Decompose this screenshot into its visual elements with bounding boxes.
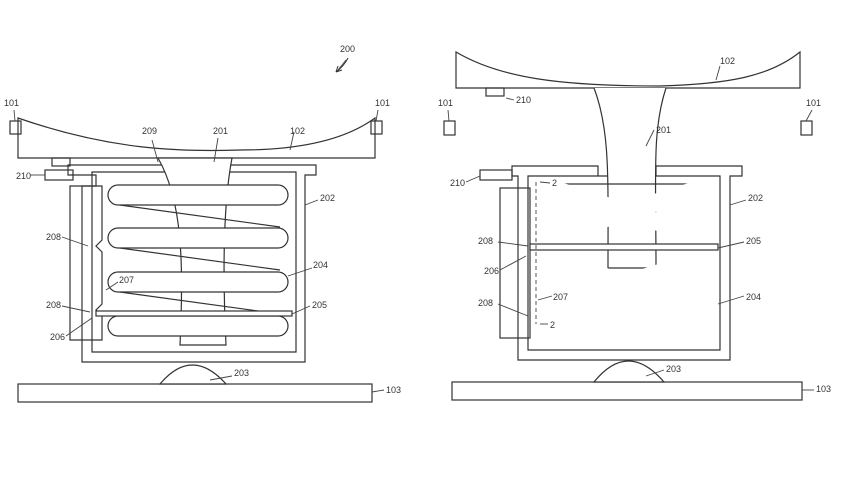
stem-201-right (593, 87, 667, 269)
coil-spring-204 (107, 184, 289, 337)
slider-bracket-207-right (499, 187, 531, 339)
label-204-right: 204 (746, 292, 761, 302)
label-203-right: 203 (666, 364, 681, 374)
magnet-101-left-right (443, 120, 456, 136)
label-209: 209 (142, 126, 157, 136)
label-205-right: 205 (746, 236, 761, 246)
right-view: 102 210 101 101 201 210 2 202 208 205 20… (438, 50, 831, 401)
label-208-bottom: 208 (46, 300, 61, 310)
label-204: 204 (313, 260, 328, 270)
label-208-bottom-right: 208 (478, 298, 493, 308)
dome-switch-203-right (592, 360, 666, 383)
magnet-210-side (479, 169, 513, 181)
label-210-top-right: 210 (516, 95, 531, 105)
label-102-right: 102 (720, 56, 735, 66)
magnet-101-left (9, 120, 22, 135)
label-210: 210 (16, 171, 31, 181)
label-103: 103 (386, 385, 401, 395)
zigzag-spring-204 (535, 177, 717, 345)
base-plate-103 (17, 383, 373, 403)
label-203: 203 (234, 368, 249, 378)
label-103-right: 103 (816, 384, 831, 394)
left-leader-lines (13, 59, 385, 393)
magnet-101-right-right (800, 120, 813, 136)
label-101-left-right: 101 (438, 98, 453, 108)
label-202-right: 202 (748, 193, 763, 203)
label-201: 201 (213, 126, 228, 136)
label-210-right: 210 (450, 178, 465, 188)
magnet-210-top (485, 87, 505, 97)
label-206: 206 (50, 332, 65, 342)
dome-switch-203 (158, 364, 228, 385)
label-202: 202 (320, 193, 335, 203)
label-208-top-right: 208 (478, 236, 493, 246)
label-101-right-right: 101 (806, 98, 821, 108)
label-206-right: 206 (484, 266, 499, 276)
label-101-right: 101 (375, 98, 390, 108)
keycap-102 (17, 116, 376, 159)
label-200: 200 (340, 44, 355, 54)
label-2-bottom: 2 (550, 320, 555, 330)
keycap-102-right (455, 50, 801, 89)
right-leader-lines (447, 65, 814, 391)
label-207: 207 (119, 275, 134, 285)
left-view: 200 101 101 209 201 102 210 202 208 207 … (4, 44, 401, 403)
label-201-right: 201 (656, 125, 671, 135)
label-101-left: 101 (4, 98, 19, 108)
plate-205 (95, 310, 293, 317)
magnet-210-upper (51, 157, 71, 167)
plate-205-right (529, 243, 719, 251)
slider-bracket-207 (69, 185, 103, 341)
label-2-top: 2 (552, 178, 557, 188)
label-207-right: 207 (553, 292, 568, 302)
assembly-arrow-200 (335, 57, 349, 73)
label-102: 102 (290, 126, 305, 136)
magnet-101-right (370, 120, 383, 135)
label-205: 205 (312, 300, 327, 310)
base-plate-103-right (451, 381, 803, 401)
label-208-top: 208 (46, 232, 61, 242)
